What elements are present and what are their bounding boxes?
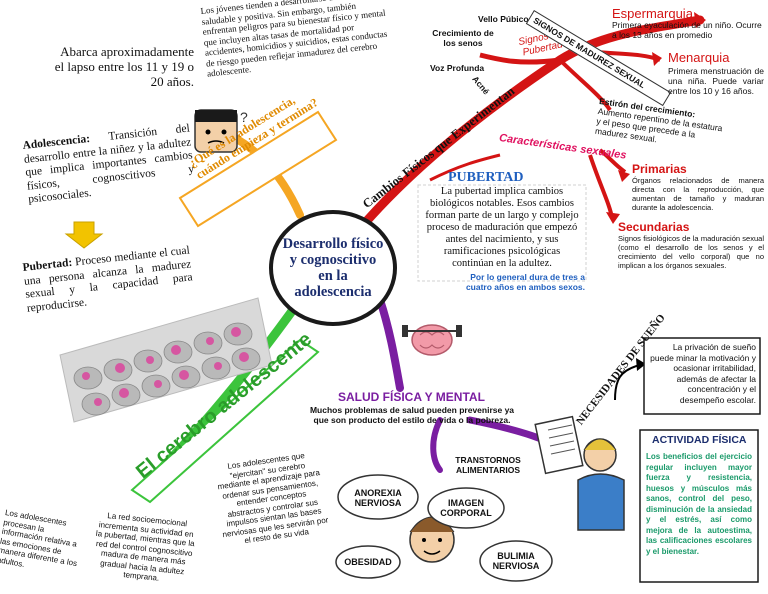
espermarquia-title: Espermarquia [612, 6, 693, 21]
activity-title: ACTIVIDAD FÍSICA [652, 434, 747, 446]
bulimia-bubble [479, 540, 553, 582]
lapse-text: Abarca aproximadamente el lapso entre lo… [54, 44, 194, 89]
question-frame [178, 110, 338, 228]
branch-purple-left [430, 417, 443, 473]
anorexia-label: ANOREXIA NERVIOSA [354, 488, 402, 508]
branch-red-estiron [558, 58, 612, 112]
center-bubble [269, 210, 397, 326]
sign-vello: Vello Púbico [478, 14, 529, 24]
menarquia-title: Menarquia [668, 50, 730, 65]
sign-senos: Crecimiento de los senos [432, 28, 494, 48]
branch-red-primarias [598, 148, 627, 174]
pubertad-box [417, 184, 587, 282]
brain-lifting-icon [402, 324, 462, 356]
brain-text-3: Los adolescentes que "ejercitan" su cere… [217, 451, 329, 546]
imagen-label: IMAGEN CORPORAL [440, 498, 492, 518]
down-arrow-icon [64, 221, 104, 249]
activity-box [639, 429, 759, 583]
trastornos-label: TRANSTORNOS ALIMENTARIOS [455, 455, 521, 475]
bulimia-label: BULIMIA NERVIOSA [492, 551, 540, 571]
salud-text: Muchos problemas de salud pueden preveni… [309, 405, 515, 425]
espermarquia-text: Primera eyaculación de un niño. Ocurre a… [612, 20, 762, 40]
branch-red [347, 15, 705, 243]
pubertad-note: Por lo general dura de tres a cuatro año… [465, 272, 585, 292]
anorexia-bubble [337, 474, 419, 520]
sleep-box [643, 337, 761, 415]
branch-red-signs [479, 52, 561, 65]
brain-ribbon [130, 338, 320, 504]
brain-scans-image [59, 297, 273, 423]
secundarias-text: Signos fisiológicos de la maduración sex… [618, 234, 764, 270]
primarias-title: Primarias [632, 162, 687, 176]
center-title: Desarrollo físico y cognoscitivo en la a… [282, 236, 384, 300]
obesidad-label: OBESIDAD [344, 557, 392, 567]
branch-purple [376, 296, 404, 392]
secundarias-title: Secundarias [618, 220, 690, 234]
primarias-text: Órganos relacionados de manera directa c… [632, 176, 764, 212]
imagen-bubble [427, 487, 505, 529]
sleep-text: La privación de sueño puede minar la mot… [650, 342, 756, 405]
activity-text: Los beneficios del ejercicio regular inc… [646, 452, 752, 556]
person-with-list-icon [534, 415, 625, 531]
pubertad-text: La pubertad implica cambios biológicos n… [425, 186, 579, 269]
obesidad-bubble [335, 545, 401, 579]
menarquia-text: Primera menstruación de una niña. Puede … [668, 66, 764, 96]
branch-red-secundarias [588, 154, 614, 219]
brain-text-2: La red socioemocional incrementa su acti… [95, 511, 196, 583]
branch-red-pubertad [429, 153, 501, 182]
salud-title: SALUD FÍSICA Y MENTAL [338, 390, 485, 404]
thinking-person-icon: ? [194, 109, 248, 153]
svg-text:?: ? [240, 109, 248, 125]
pubertad-title: PUBERTAD [448, 170, 524, 185]
sign-voz: Voz Profunda [430, 63, 485, 73]
